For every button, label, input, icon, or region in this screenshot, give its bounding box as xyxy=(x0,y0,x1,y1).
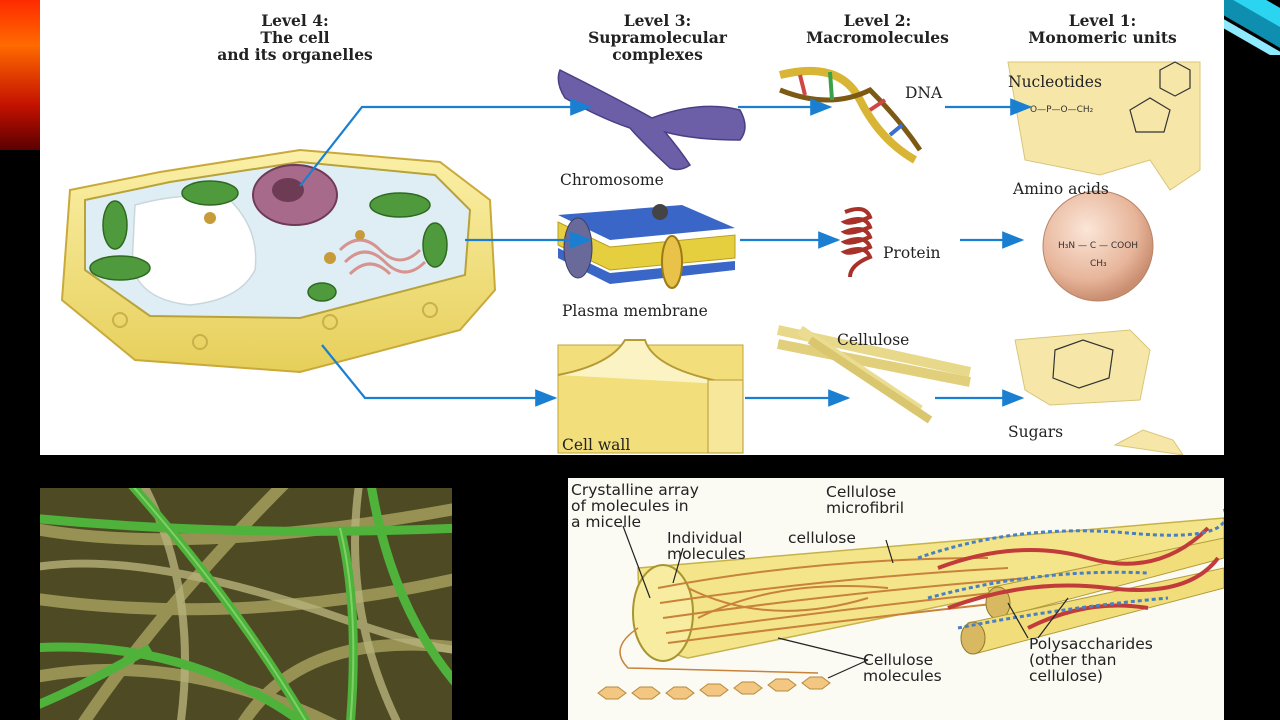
micrograph-image xyxy=(40,488,452,720)
plant-cell-illustration xyxy=(60,148,497,374)
diagram-artwork: O—P—O—CH₂ H₃N — C — COOH CH₃ xyxy=(60,61,1201,455)
level-3-heading: Level 3: Supramolecular complexes xyxy=(588,11,727,64)
level-2-heading: Level 2: Macromolecules xyxy=(806,11,949,47)
sugars-label: Sugars xyxy=(1008,423,1064,441)
cellulose-fibers-illustration xyxy=(776,325,972,424)
cellulose-microfibril-label: Cellulose microfibril xyxy=(826,483,905,517)
slide-decoration-right xyxy=(1222,0,1280,55)
chromosome-illustration xyxy=(557,68,746,171)
slide-decoration-left xyxy=(0,0,40,150)
chromosome-label: Chromosome xyxy=(560,171,664,189)
cellulose-molecules-label: Cellulose molecules xyxy=(863,651,942,685)
plasma-membrane-label: Plasma membrane xyxy=(562,302,708,320)
cellulose-fiber-micrograph xyxy=(40,488,452,720)
nucleotides-label: Nucleotides xyxy=(1008,73,1102,91)
nucleotide-structure: O—P—O—CH₂ xyxy=(1007,61,1201,191)
svg-text:CH₃: CH₃ xyxy=(1090,259,1107,269)
individual-molecules-label: Individual molecules xyxy=(667,529,746,563)
cellulose-label: Cellulose xyxy=(837,331,910,349)
amino-acid-sphere: H₃N — C — COOH CH₃ xyxy=(1042,190,1154,302)
sugar-structure xyxy=(1014,329,1184,455)
connector-arrows xyxy=(299,98,1033,407)
protein-label: Protein xyxy=(883,244,941,262)
svg-text:O—P—O—CH₂: O—P—O—CH₂ xyxy=(1030,105,1094,115)
level-1-heading: Level 1: Monomeric units xyxy=(1028,11,1177,47)
plasma-membrane-illustration xyxy=(557,204,736,289)
cell-hierarchy-diagram: O—P—O—CH₂ H₃N — C — COOH CH₃ xyxy=(40,0,1224,455)
protein-illustration xyxy=(840,206,873,278)
cellulose-microfibril-diagram: Crystalline array of molecules in a mice… xyxy=(568,478,1224,720)
svg-text:H₃N — C — COOH: H₃N — C — COOH xyxy=(1058,241,1138,251)
dna-label: DNA xyxy=(905,84,943,102)
cellulose-inline-label: cellulose xyxy=(788,529,856,547)
level-4-heading: Level 4: The cell and its organelles xyxy=(217,11,373,64)
cell-wall-illustration xyxy=(557,339,744,454)
microfibril-artwork xyxy=(597,508,1224,700)
amino-acids-label: Amino acids xyxy=(1013,180,1109,198)
polysaccharides-label: Polysaccharides (other than cellulose) xyxy=(1029,635,1153,685)
dna-illustration xyxy=(779,66,923,164)
cell-wall-label: Cell wall xyxy=(562,436,631,454)
crystalline-array-label: Crystalline array of molecules in a mice… xyxy=(571,481,699,531)
